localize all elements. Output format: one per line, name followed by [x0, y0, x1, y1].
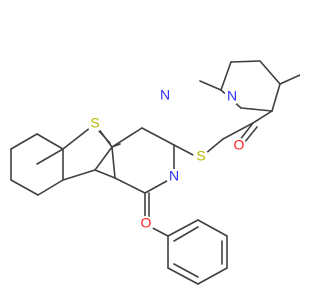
bond	[10, 179, 39, 196]
bond	[111, 127, 143, 148]
bond-lines	[10, 60, 300, 285]
bond	[94, 146, 113, 171]
bond	[173, 263, 199, 278]
pyrimidine-nitrogen-phenyl-atom: N	[169, 168, 179, 184]
bond	[259, 60, 281, 85]
bond	[62, 169, 96, 181]
bond	[10, 133, 38, 150]
bond	[114, 177, 146, 194]
atom-label-background	[166, 169, 182, 185]
bond	[173, 226, 199, 242]
thiophene-sulfur-atom: S	[90, 115, 99, 131]
bond	[279, 74, 300, 85]
thioether-sulfur-atom: S	[196, 148, 205, 164]
bond	[197, 219, 228, 237]
piperidine-nitrogen-atom: N	[227, 88, 237, 104]
bond	[222, 122, 254, 140]
bond	[252, 110, 273, 124]
bond	[97, 129, 111, 144]
bond	[141, 127, 175, 146]
atom-label-background	[87, 116, 103, 132]
molecule-structure-diagram: S N S N N O O	[10, 60, 300, 285]
atom-label-background	[138, 216, 154, 232]
bond	[111, 146, 116, 179]
ring-oxygen-atom: O	[141, 215, 152, 231]
bond	[204, 138, 224, 155]
bond	[36, 133, 64, 150]
atom-label-background	[231, 138, 247, 154]
bond	[220, 61, 232, 91]
atom-label-background	[157, 88, 173, 104]
bond	[271, 83, 281, 112]
amide-oxygen-atom: O	[234, 137, 245, 153]
pyrimidine-nitrogen-top-atom: N	[160, 87, 170, 103]
atom-label-background	[224, 89, 240, 105]
bond	[197, 267, 228, 285]
bond	[230, 60, 261, 63]
bond	[94, 169, 116, 179]
bond	[36, 148, 64, 165]
bond	[173, 144, 198, 158]
bond	[240, 107, 273, 112]
bond	[199, 80, 222, 91]
bond	[37, 179, 64, 196]
bond	[167, 267, 199, 285]
atom-labels: S N S N N O O	[87, 87, 247, 232]
bond	[167, 219, 199, 237]
atom-label-background	[193, 149, 209, 165]
